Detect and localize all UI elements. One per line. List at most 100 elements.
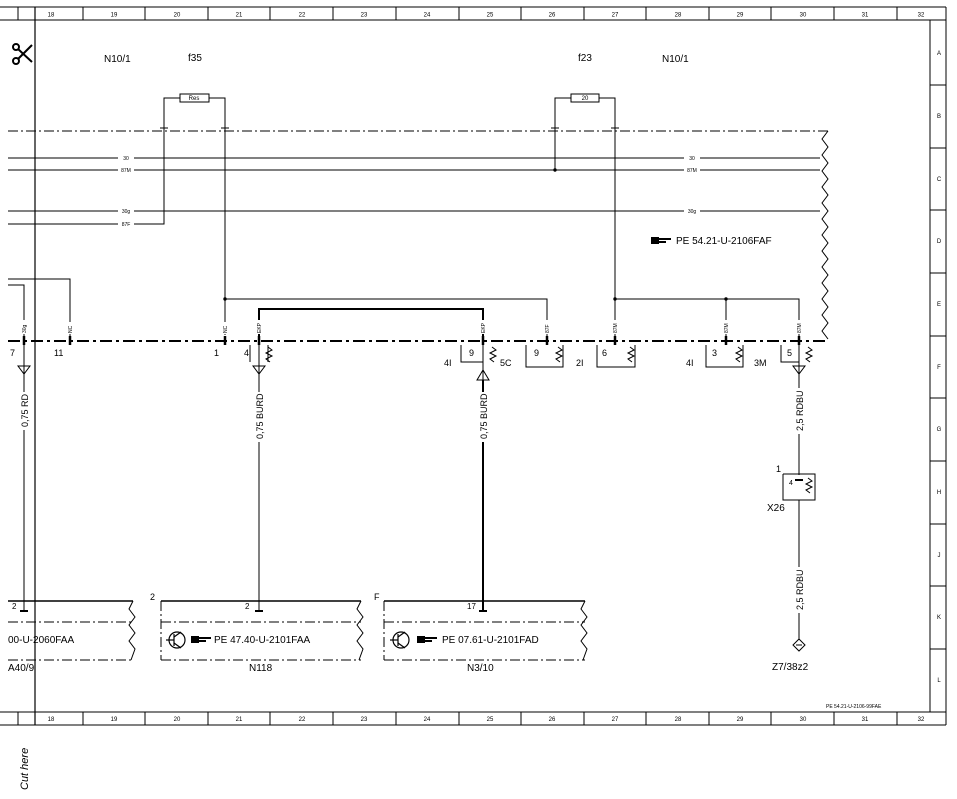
transistor-icon — [390, 631, 410, 649]
col-label: 23 — [361, 717, 368, 723]
pin-label: 87M — [613, 323, 619, 333]
col-label: 26 — [549, 13, 556, 19]
col-label: 22 — [299, 717, 306, 723]
col-label: 25 — [487, 717, 494, 723]
col-label: 19 — [111, 13, 118, 19]
module-name: N118 — [249, 663, 273, 674]
wire-label: 30g — [122, 209, 131, 215]
transistor-icon — [166, 631, 186, 649]
wire-network — [8, 93, 829, 661]
fuse-label-right: f23 — [578, 53, 592, 64]
row-label: J — [938, 553, 941, 559]
row-label: H — [937, 490, 941, 496]
pe-reference: PE 54.21-U-2106FAF — [676, 236, 772, 247]
col-label: 24 — [424, 717, 431, 723]
col-label: 31 — [862, 13, 869, 19]
module-label-left: N10/1 — [104, 54, 131, 65]
row-label: K — [937, 615, 941, 621]
pin-number: 4I — [686, 358, 694, 368]
module-ref: PE 47.40-U-2101FAA — [214, 635, 310, 646]
wire-color-label: 2,5 RDBU — [795, 569, 805, 610]
pin-label: 30g — [22, 324, 28, 333]
col-label: 28 — [675, 13, 682, 19]
pin-number: 9 — [534, 348, 539, 358]
pin-label: NC — [223, 325, 229, 333]
module-tag: 2 — [150, 592, 155, 602]
row-label: C — [937, 177, 942, 183]
module-pin: 2 — [12, 602, 17, 611]
module-label-right: N10/1 — [662, 54, 689, 65]
col-label: 32 — [918, 717, 925, 723]
connector-pin: 4 — [789, 480, 793, 487]
pin-number: 4 — [244, 348, 249, 358]
module-pin: 2 — [245, 602, 250, 611]
pin-number: 5C — [500, 358, 512, 368]
col-label: 18 — [48, 13, 55, 19]
wire-label: 30 — [123, 156, 129, 162]
pin-number: 11 — [54, 348, 63, 358]
col-label: 26 — [549, 717, 556, 723]
col-label: 29 — [737, 13, 744, 19]
pointing-hand-icon — [651, 237, 671, 244]
pin-number: 9 — [469, 348, 474, 358]
col-label: 22 — [299, 13, 306, 19]
pin-number: 6 — [602, 348, 607, 358]
pin-number: 3M — [754, 358, 767, 368]
col-label: 19 — [111, 717, 118, 723]
pointing-hand-icon — [417, 636, 437, 643]
pin-label: 87M — [724, 323, 730, 333]
cut-here-label: Cut here — [19, 748, 31, 790]
pin-number: 1 — [214, 348, 219, 358]
col-label: 30 — [800, 13, 807, 19]
row-label: A — [937, 51, 941, 57]
row-label: B — [937, 114, 941, 120]
pointing-hand-icon — [191, 636, 211, 643]
col-label: 31 — [862, 717, 869, 723]
wire-color-label: 2,5 RDBU — [795, 390, 805, 431]
fuse-label-left: f35 — [188, 53, 202, 64]
pin-label: EKP — [481, 322, 487, 333]
fuse-rating-left: Res — [189, 96, 200, 102]
fuse-rating-right: 20 — [582, 96, 589, 102]
row-label: F — [937, 365, 941, 371]
pin-number: 3 — [712, 348, 717, 358]
row-label: E — [937, 302, 941, 308]
col-label: 25 — [487, 13, 494, 19]
scissors-icon — [12, 43, 33, 65]
drawing-frame — [0, 6, 947, 726]
module-ref: PE 07.61-U-2101FAD — [442, 635, 539, 646]
pin-label: 87F — [545, 324, 551, 333]
col-label: 21 — [236, 717, 243, 723]
pin-number: 2I — [576, 358, 584, 368]
drawing-reference-code: PE 54.21-U-2106-99FAE — [826, 704, 882, 710]
col-label: 28 — [675, 717, 682, 723]
wire-color-label: 0,75 RD — [20, 393, 30, 427]
module-name: A40/9 — [8, 663, 35, 674]
pin-label: 87M — [797, 323, 803, 333]
col-label: 23 — [361, 13, 368, 19]
connector-name: X26 — [767, 503, 785, 514]
col-label: 32 — [918, 13, 925, 19]
col-label: 21 — [236, 13, 243, 19]
module-pin: 17 — [467, 602, 476, 611]
col-label: 29 — [737, 717, 744, 723]
wire-label: 30g — [688, 209, 697, 215]
pin-number: 5 — [787, 348, 792, 358]
wire-label: 30 — [689, 156, 695, 162]
pin-number: 4I — [444, 358, 452, 368]
wire-color-label: 0,75 BURD — [479, 393, 489, 439]
col-label: 18 — [48, 717, 55, 723]
module-tag: F — [374, 592, 380, 602]
pin-label: NC — [68, 325, 74, 333]
row-label: L — [937, 678, 941, 684]
ground-point-label: Z7/38z2 — [772, 662, 809, 673]
module-ref: 00-U-2060FAA — [8, 635, 74, 646]
row-label: G — [937, 427, 942, 433]
wire-label: 87M — [121, 168, 131, 174]
wire-label: 87M — [687, 168, 697, 174]
col-label: 27 — [612, 13, 619, 19]
connector-pin: 1 — [776, 464, 781, 474]
col-label: 20 — [174, 717, 181, 723]
col-label: 20 — [174, 13, 181, 19]
